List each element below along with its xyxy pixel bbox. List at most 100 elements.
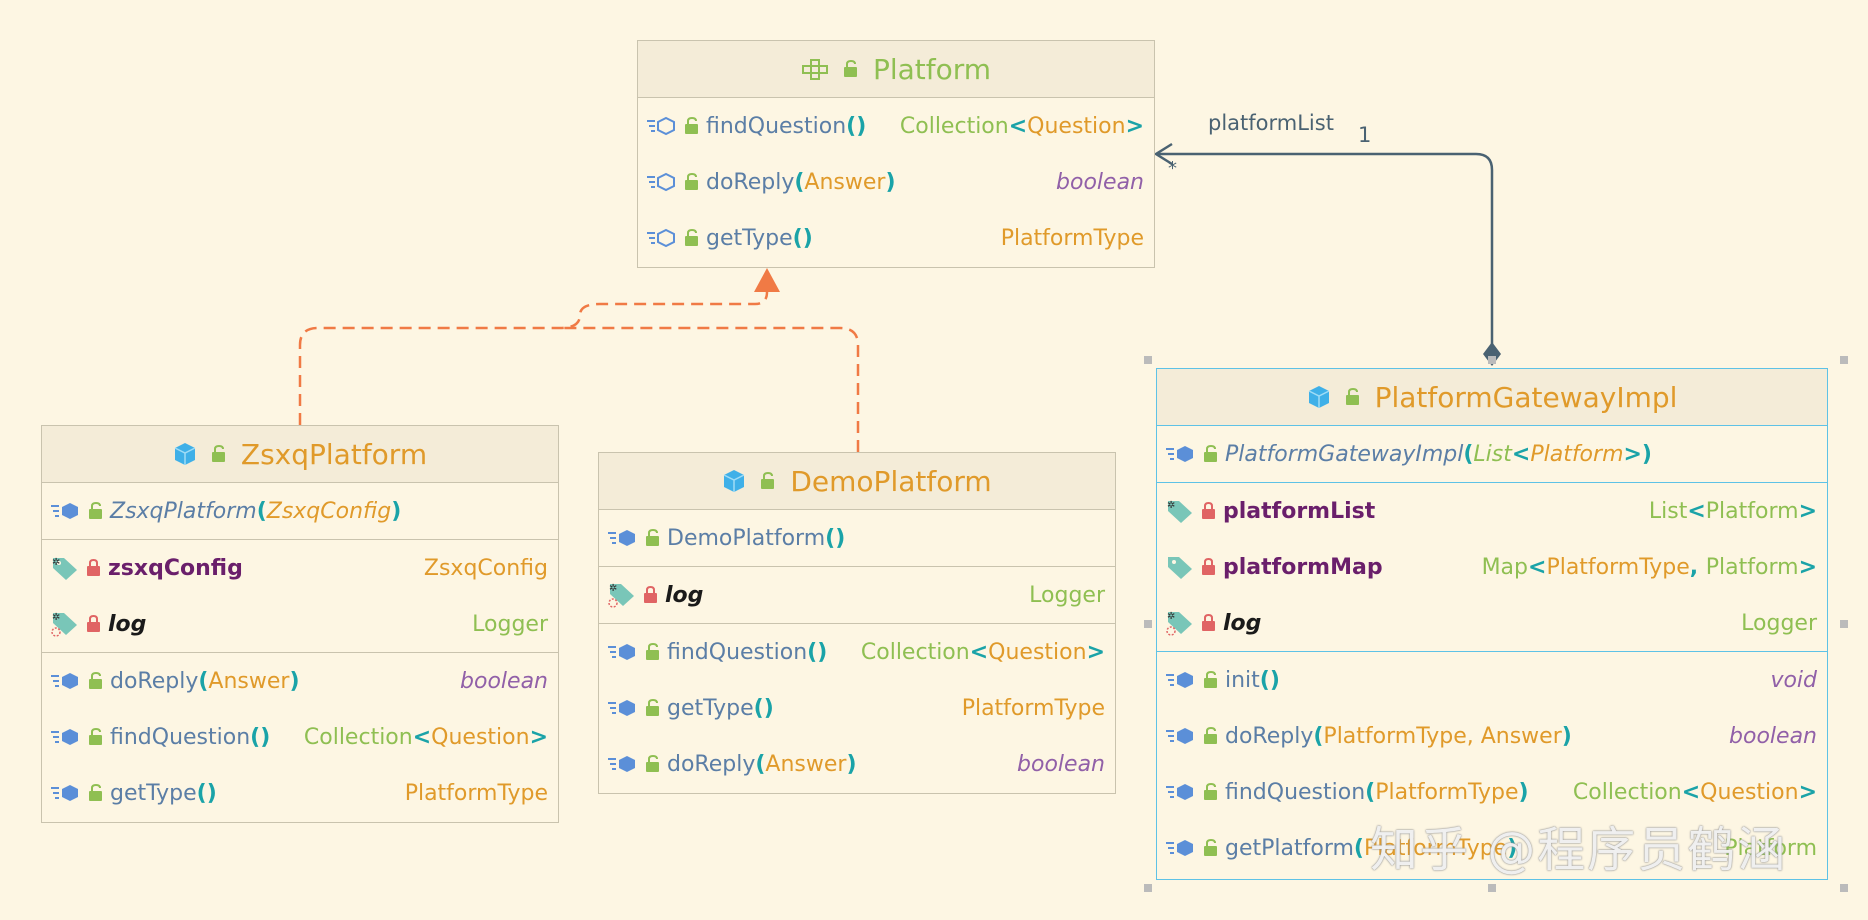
method-row-findQuestion[interactable]: findQuestion() Collection<Question> <box>599 624 1115 680</box>
selection-handle[interactable] <box>1488 884 1496 892</box>
method-return-type: boolean <box>1056 169 1144 195</box>
private-lock-icon <box>1201 614 1217 632</box>
field-row-log[interactable]: ✲ log Logger <box>1157 595 1827 651</box>
method-params: Answer <box>804 169 886 195</box>
method-row-findQuestion[interactable]: findQuestion() Collection<Question> <box>638 98 1154 154</box>
method-row-init[interactable]: init() void <box>1157 652 1827 708</box>
method-icon <box>1165 670 1197 690</box>
method-row-getType[interactable]: getType() PlatformType <box>638 210 1154 266</box>
public-lock-icon <box>645 699 661 717</box>
class-box-platform[interactable]: Platform findQuestion() Collection<Quest… <box>637 40 1155 268</box>
method-return-type: Collection<Question> <box>899 113 1144 139</box>
methods-section: init() void doReply(PlatformType, Answer… <box>1157 652 1827 876</box>
method-row-doReply[interactable]: doReply(PlatformType, Answer) boolean <box>1157 708 1827 764</box>
public-lock-icon <box>645 529 661 547</box>
method-name: doReply <box>667 751 756 777</box>
method-row-doReply[interactable]: doReply(Answer) boolean <box>42 653 558 709</box>
field-type: List<Platform> <box>1648 498 1817 524</box>
field-name: log <box>665 582 704 608</box>
constructor-row[interactable]: DemoPlatform() <box>599 510 1115 566</box>
field-icon: ✲ <box>1165 498 1195 524</box>
field-type: Logger <box>1741 610 1817 636</box>
class-icon <box>173 442 197 466</box>
class-name: DemoPlatform <box>790 464 992 498</box>
selection-handle[interactable] <box>1840 620 1848 628</box>
abstract-method-icon <box>646 228 678 248</box>
method-row-doReply[interactable]: doReply(Answer) boolean <box>599 736 1115 792</box>
association-label: platformList <box>1208 111 1334 135</box>
method-params: PlatformType <box>1363 835 1508 861</box>
method-name: getType <box>110 780 197 806</box>
method-return-type: Collection<Question> <box>1572 779 1817 805</box>
method-row-findQuestion[interactable]: findQuestion() Collection<Question> <box>42 709 558 765</box>
field-row-log[interactable]: ✲ log Logger <box>42 596 558 652</box>
association-line[interactable] <box>1156 152 1494 348</box>
fields-section: ✲ platformList List<Platform> platformMa… <box>1157 483 1827 652</box>
private-lock-icon <box>86 615 102 633</box>
class-box-zsxqplatform[interactable]: ZsxqPlatform ZsxqPlatform(ZsxqConfig) ✲ … <box>41 425 559 823</box>
method-return-type: PlatformType <box>961 695 1105 721</box>
private-lock-icon <box>1201 558 1217 576</box>
field-type: Logger <box>472 611 548 637</box>
class-name: ZsxqPlatform <box>240 437 428 471</box>
method-return-type: boolean <box>1017 751 1105 777</box>
method-icon <box>607 642 639 662</box>
association-target-multiplicity: * <box>1168 158 1177 179</box>
method-icon <box>607 754 639 774</box>
realization-line-zsxq[interactable] <box>298 272 769 425</box>
class-box-demoplatform[interactable]: DemoPlatform DemoPlatform() ✲ log Logger… <box>598 452 1116 794</box>
method-row-findQuestion[interactable]: findQuestion(PlatformType) Collection<Qu… <box>1157 764 1827 820</box>
method-row-doReply[interactable]: doReply(Answer) boolean <box>638 154 1154 210</box>
method-return-type: Collection<Question> <box>303 724 548 750</box>
public-lock-icon <box>645 643 661 661</box>
field-row-platformMap[interactable]: platformMap Map<PlatformType, Platform> <box>1157 539 1827 595</box>
constructor-param-arg: Platform <box>1530 441 1624 467</box>
method-name: findQuestion <box>706 113 847 139</box>
method-icon <box>50 727 82 747</box>
method-paren: () <box>846 113 867 139</box>
method-name: doReply <box>1225 723 1314 749</box>
class-header: DemoPlatform <box>599 453 1115 510</box>
method-icon <box>1165 444 1197 464</box>
method-icon <box>1165 782 1197 802</box>
field-row-zsxqConfig[interactable]: ✲ zsxqConfig ZsxqConfig <box>42 540 558 596</box>
method-row-getType[interactable]: getType() PlatformType <box>599 680 1115 736</box>
class-box-platformgatewayimpl[interactable]: PlatformGatewayImpl PlatformGatewayImpl(… <box>1156 368 1828 880</box>
selection-handle[interactable] <box>1840 884 1848 892</box>
class-header: ZsxqPlatform <box>42 426 558 483</box>
composition-diamond <box>1483 342 1501 366</box>
selection-handle[interactable] <box>1144 620 1152 628</box>
method-params: PlatformType <box>1375 779 1519 805</box>
svg-text:✲: ✲ <box>1167 611 1175 622</box>
class-name: Platform <box>872 52 992 86</box>
field-row-platformList[interactable]: ✲ platformList List<Platform> <box>1157 483 1827 539</box>
svg-text:✲: ✲ <box>52 557 60 568</box>
realization-line-demo[interactable] <box>560 326 860 452</box>
method-name: findQuestion <box>1225 779 1366 805</box>
selection-handle[interactable] <box>1144 356 1152 364</box>
constructor-row[interactable]: PlatformGatewayImpl(List<Platform>) <box>1157 426 1827 482</box>
method-name: init <box>1225 667 1260 693</box>
method-row-getPlatform[interactable]: getPlatform(PlatformType) Platform <box>1157 820 1827 876</box>
method-return-type: void <box>1770 667 1817 693</box>
public-lock-icon <box>1203 783 1219 801</box>
field-name: log <box>1223 610 1262 636</box>
field-row-log[interactable]: ✲ log Logger <box>599 567 1115 623</box>
selection-handle[interactable] <box>1488 356 1496 364</box>
method-params: PlatformType, Answer <box>1323 723 1562 749</box>
method-row-getType[interactable]: getType() PlatformType <box>42 765 558 821</box>
selection-handle[interactable] <box>1144 884 1152 892</box>
public-lock-icon <box>843 60 859 78</box>
selection-handle[interactable] <box>1840 356 1848 364</box>
association-arrowhead <box>1153 142 1173 166</box>
public-lock-icon <box>88 502 104 520</box>
constructor-name: ZsxqPlatform <box>110 498 257 524</box>
method-return-type: Collection<Question> <box>860 639 1105 665</box>
method-return-type: Platform <box>1724 835 1817 861</box>
abstract-method-icon <box>646 116 678 136</box>
public-lock-icon <box>88 672 104 690</box>
constructor-row[interactable]: ZsxqPlatform(ZsxqConfig) <box>42 483 558 539</box>
method-return-type: PlatformType <box>1000 225 1144 251</box>
field-type: ZsxqConfig <box>423 555 548 581</box>
